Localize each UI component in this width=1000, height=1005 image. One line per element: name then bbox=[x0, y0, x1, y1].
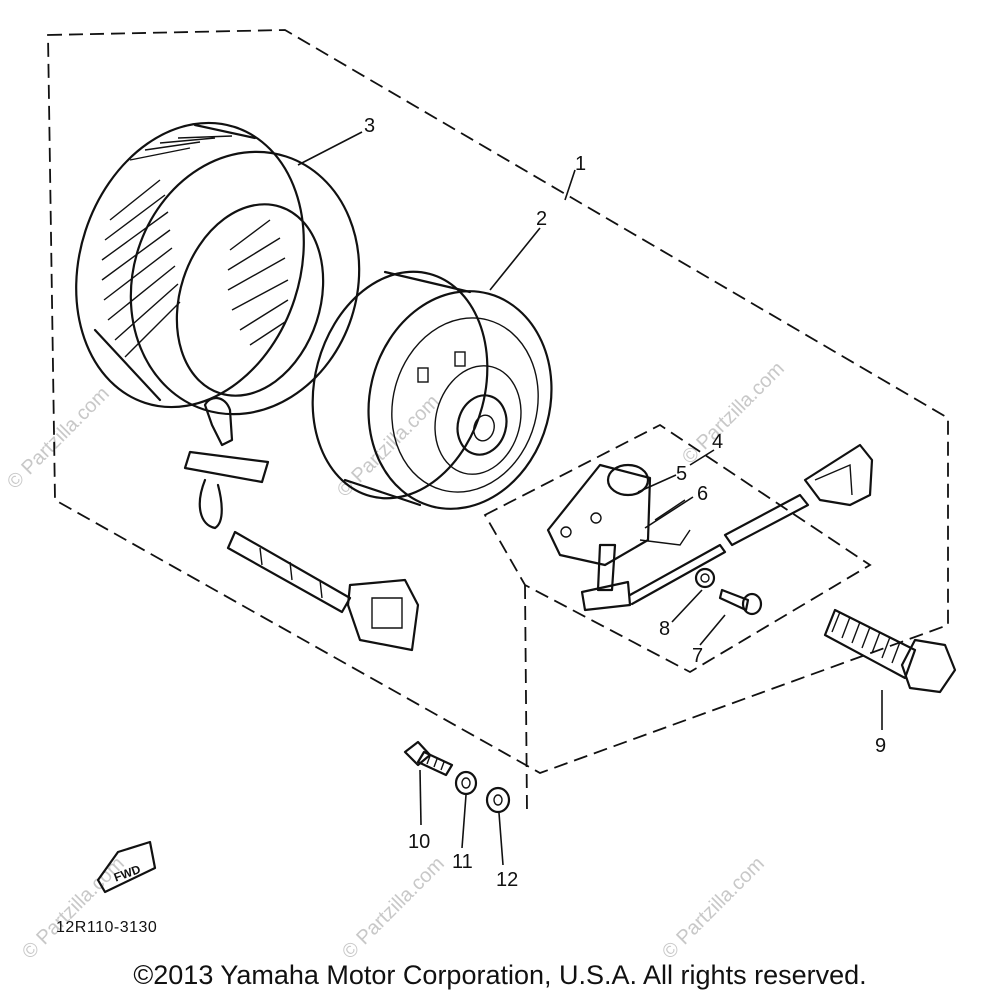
screw-7 bbox=[718, 588, 763, 616]
watermark-bottom-center: © Partzilla.com bbox=[338, 853, 449, 964]
callout-11: 11 bbox=[452, 851, 473, 873]
diagram-code: 12R110-3130 bbox=[56, 919, 157, 936]
watermark-bottom-right: © Partzilla.com bbox=[658, 853, 769, 964]
stator-coil bbox=[75, 121, 420, 652]
callout-7: 7 bbox=[692, 645, 703, 667]
callout-9: 9 bbox=[875, 735, 886, 757]
rotor bbox=[311, 270, 553, 510]
copyright-notice: ©2013 Yamaha Motor Corporation, U.S.A. A… bbox=[133, 960, 867, 990]
washer-11 bbox=[454, 770, 478, 796]
callout-10: 10 bbox=[408, 831, 430, 853]
bolt-9 bbox=[823, 608, 957, 694]
assembly-outline bbox=[47, 29, 949, 774]
hardware-guide-line bbox=[524, 584, 528, 813]
callout-1: 1 bbox=[575, 153, 586, 175]
pickup-coil-assembly bbox=[546, 463, 727, 612]
screw-10 bbox=[403, 740, 454, 777]
callout-8: 8 bbox=[659, 618, 670, 640]
connector-right bbox=[723, 443, 874, 547]
watermark-left: © Partzilla.com bbox=[3, 383, 114, 494]
callout-4: 4 bbox=[712, 431, 723, 453]
watermark-bottom-left: © Partzilla.com bbox=[18, 853, 129, 964]
watermark-right: © Partzilla.com bbox=[678, 358, 789, 469]
callout-2: 2 bbox=[536, 208, 547, 230]
washer-12 bbox=[485, 786, 511, 814]
callout-5: 5 bbox=[676, 463, 687, 485]
nut-8 bbox=[694, 567, 716, 589]
callout-12: 12 bbox=[496, 869, 518, 891]
subassembly-outline bbox=[483, 423, 872, 674]
leader-lines bbox=[297, 131, 883, 866]
callout-3: 3 bbox=[364, 115, 375, 137]
callout-6: 6 bbox=[697, 483, 708, 505]
